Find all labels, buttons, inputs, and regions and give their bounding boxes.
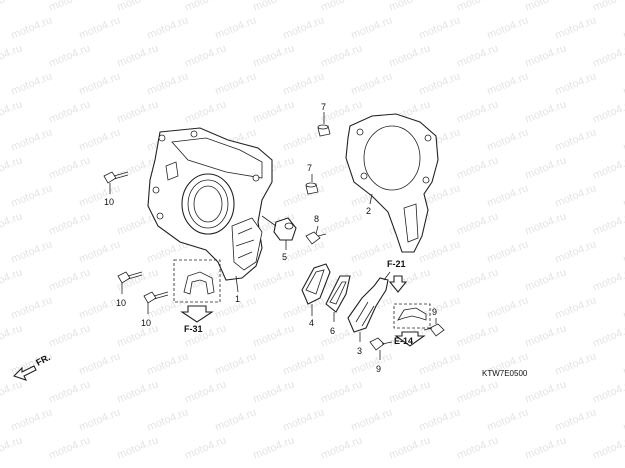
bolt-9-right xyxy=(423,323,445,337)
gasket-part-6 xyxy=(325,275,351,313)
bolt-10-top xyxy=(103,171,129,184)
callout-3: 3 xyxy=(357,346,362,356)
cylinder-part xyxy=(147,127,273,281)
callout-1: 1 xyxy=(235,294,240,304)
bolt-10-bottom xyxy=(143,291,169,304)
cylinder-gasket xyxy=(345,113,439,253)
detail-box-f31 xyxy=(173,259,221,323)
callout-10-middle: 10 xyxy=(116,298,126,308)
ref-e14: E-14 xyxy=(394,336,413,346)
bolt-8 xyxy=(305,231,327,245)
callout-2: 2 xyxy=(366,206,371,216)
callout-7-upper: 7 xyxy=(321,102,326,112)
callout-9-right: 9 xyxy=(432,307,437,317)
detail-box-e14 xyxy=(393,303,431,347)
dowel-7-upper xyxy=(317,124,331,137)
ref-arrow-f21 xyxy=(388,275,408,293)
bolt-9-lower xyxy=(369,337,393,351)
dowel-7-lower xyxy=(305,182,319,195)
callout-6: 6 xyxy=(330,326,335,336)
guide-part-3 xyxy=(347,271,391,333)
ref-f21: F-21 xyxy=(387,259,406,269)
callout-5: 5 xyxy=(282,252,287,262)
callout-7-lower: 7 xyxy=(307,163,312,173)
callout-10-top: 10 xyxy=(104,197,114,207)
diagram-code: KTW7E0500 xyxy=(482,369,528,378)
ref-f31: F-31 xyxy=(184,324,203,334)
callout-9-lower: 9 xyxy=(376,364,381,374)
callout-10-bottom: 10 xyxy=(141,318,151,328)
bolt-10-middle xyxy=(117,271,143,284)
callout-4: 4 xyxy=(309,318,314,328)
tensioner-part-4 xyxy=(301,263,331,305)
direction-label: FR. xyxy=(34,352,51,368)
front-direction-arrow: FR. xyxy=(12,352,52,381)
fitting-part-5 xyxy=(261,215,297,241)
callout-8: 8 xyxy=(314,214,319,224)
